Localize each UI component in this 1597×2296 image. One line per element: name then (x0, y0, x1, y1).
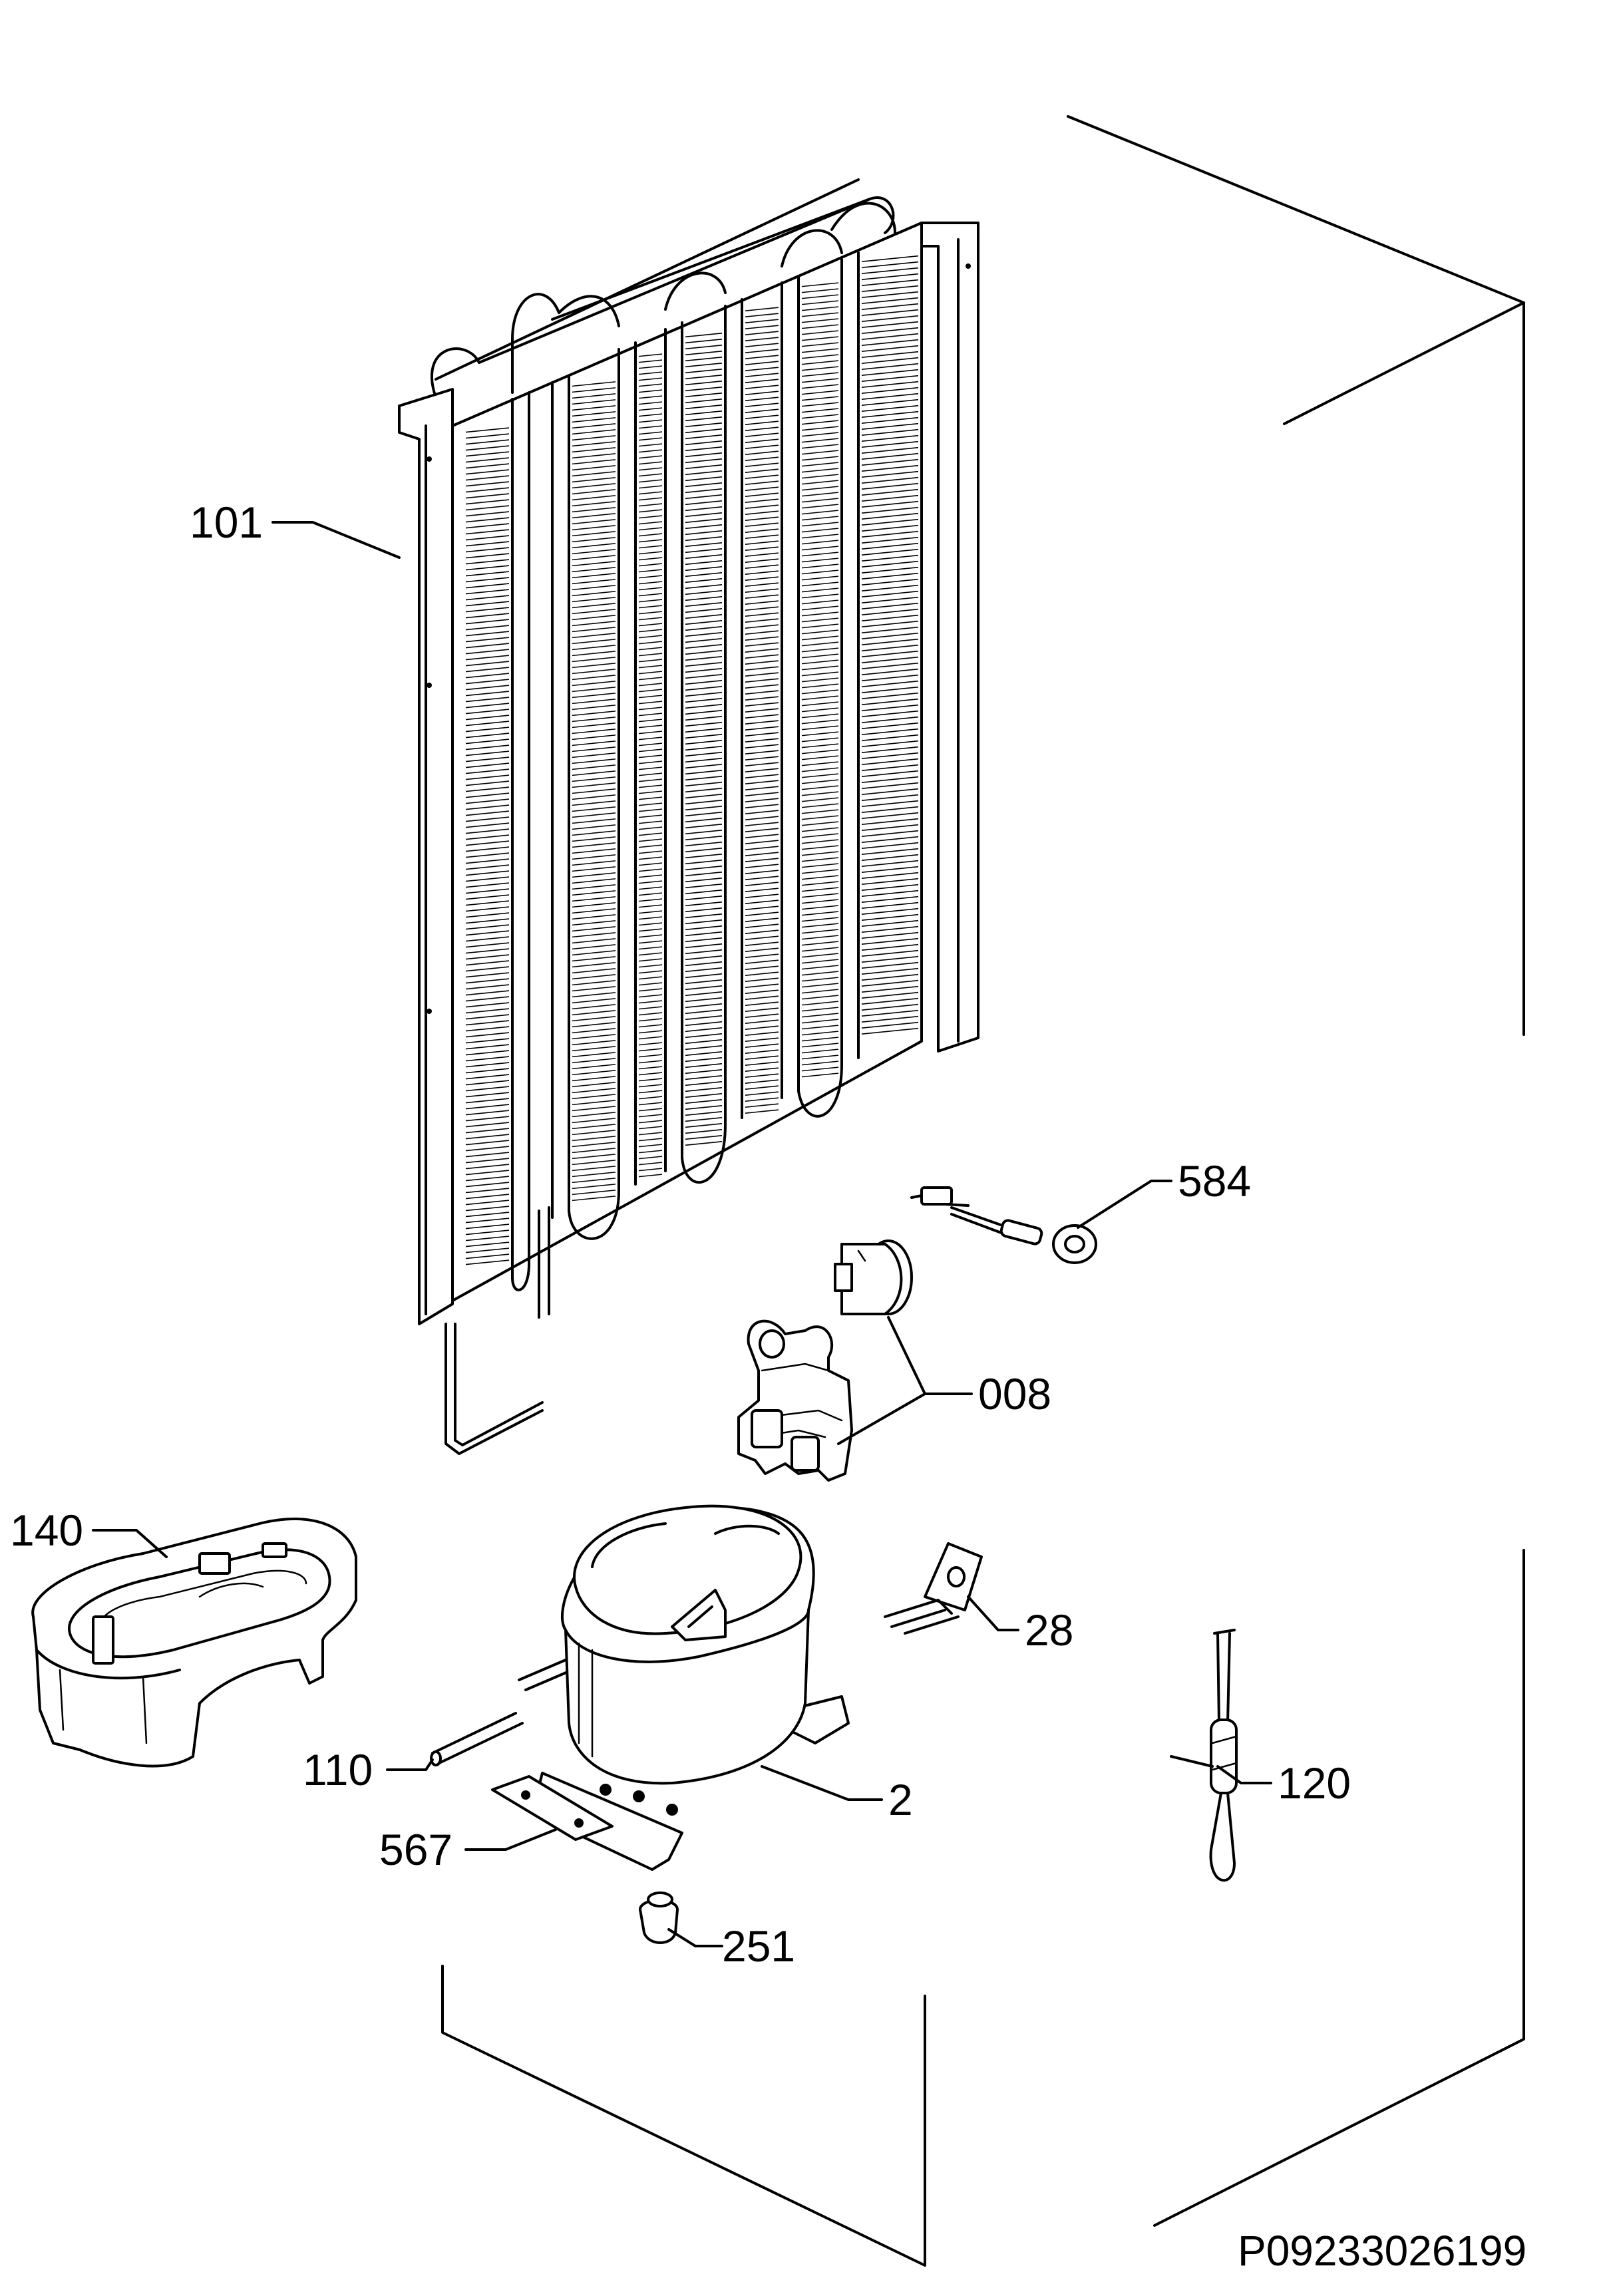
drip-tray-icon (31, 1518, 357, 1768)
rubber-grommet-icon (639, 1891, 679, 1944)
callout-101: 101 (190, 498, 263, 547)
compressor-icon (531, 1504, 850, 1871)
thermal-protector-icon (910, 1186, 1097, 1264)
callout-110: 110 (303, 1745, 373, 1794)
dryer-filter-icon (1170, 1629, 1238, 1882)
cabinet-outline (441, 115, 1525, 2267)
pipe-stub-icon (430, 1659, 574, 1766)
callout-251: 251 (722, 1921, 795, 1971)
callout-567: 567 (379, 1825, 452, 1874)
callout-584: 584 (1178, 1156, 1251, 1206)
condenser-fins (465, 255, 919, 1265)
leader-lines (92, 521, 1272, 1947)
callout-120: 120 (1278, 1758, 1351, 1808)
callout-labels: 101 584 008 140 28 110 2 120 567 251 (10, 498, 1351, 1971)
drawing-code: P09233026199 (1238, 2227, 1526, 2275)
clip-icon (884, 1542, 983, 1635)
condenser-icon (398, 178, 979, 1455)
condenser-tubes (511, 251, 860, 1319)
mounting-plate-icon (491, 1775, 614, 1841)
thermal-protector-icon (834, 1239, 913, 1315)
callout-008: 008 (978, 1369, 1051, 1418)
callout-28: 28 (1025, 1605, 1073, 1655)
callout-140: 140 (10, 1506, 83, 1555)
starter-relay-icon (737, 1319, 853, 1482)
callout-2: 2 (888, 1775, 913, 1824)
